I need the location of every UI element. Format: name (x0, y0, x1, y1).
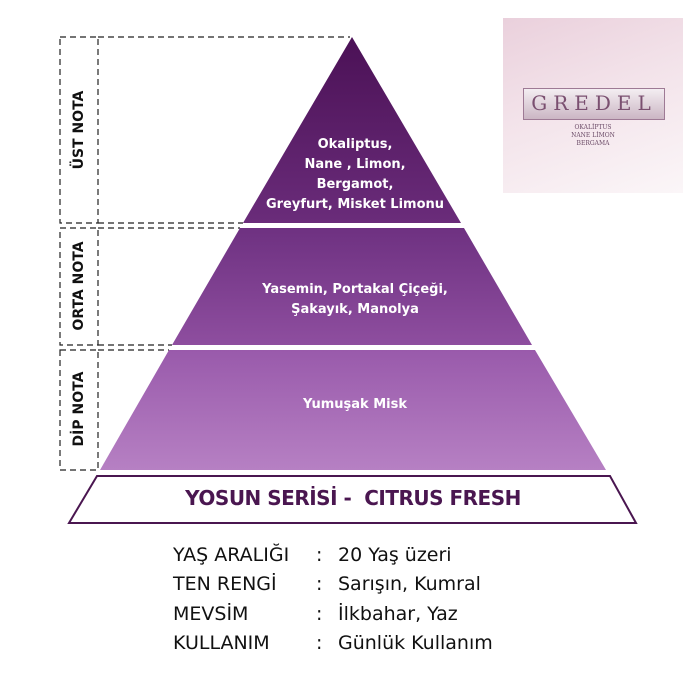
note-line: Yasemin, Portakal Çiçeği, (262, 282, 448, 297)
bottom-notes: Yumuşak Misk (250, 395, 460, 415)
label-box-top (59, 36, 99, 224)
colon: : (316, 543, 323, 566)
note-line: Greyfurt, Misket Limonu (265, 197, 445, 212)
colon: : (316, 632, 323, 655)
note-line: Nane , Limon, (304, 157, 406, 172)
note-line: Bergamot, (316, 177, 394, 192)
info-value: Sarışın, Kumral (338, 573, 481, 596)
logo-name: GREDEL (531, 91, 657, 115)
dashed-frame (59, 36, 350, 471)
info-key: TEN RENGİ (173, 573, 277, 596)
product-info: YAŞ ARALIĞI:20 Yaş üzeri TEN RENGİ:Sarış… (173, 540, 493, 658)
middle-notes: Yasemin, Portakal Çiçeği, Şakayık, Manol… (230, 280, 480, 320)
note-line: Yumuşak Misk (303, 397, 407, 412)
logo-subtext: OKALİPTUS NANE LİMON BERGAMA (503, 124, 683, 148)
label-box-bottom (59, 349, 99, 471)
info-value: 20 Yaş üzeri (338, 543, 452, 566)
colon: : (316, 573, 323, 596)
banner-shape (67, 475, 638, 524)
note-line: Okaliptus, (317, 137, 393, 152)
logo-sub-line: BERGAMA (576, 140, 610, 147)
label-box-middle (59, 227, 99, 346)
brand-logo: GREDEL OKALİPTUS NANE LİMON BERGAMA (503, 18, 683, 193)
info-key: YAŞ ARALIĞI (173, 543, 290, 566)
note-line: Şakayık, Manolya (291, 302, 419, 317)
logo-sub-line: OKALİPTUS (574, 124, 612, 131)
colon: : (316, 602, 323, 625)
info-row-season: MEVSİM: İlkbahar, Yaz (173, 599, 493, 629)
pyramid-top-tier (243, 37, 461, 223)
pyramid-middle-tier (172, 228, 532, 345)
level-label-top: ÜST NOTA (71, 90, 87, 170)
info-row-usage: KULLANIM: Günlük Kullanım (173, 629, 493, 659)
info-key: MEVSİM (173, 602, 249, 625)
info-value: Günlük Kullanım (338, 632, 493, 655)
pyramid-bottom-tier (100, 350, 606, 470)
info-row-age: YAŞ ARALIĞI:20 Yaş üzeri (173, 540, 493, 570)
logo-ribbon: GREDEL (523, 88, 665, 120)
series-title: YOSUN SERİSİ - CITRUS FRESH (185, 486, 521, 510)
info-key: KULLANIM (173, 632, 270, 655)
logo-sub-line: NANE LİMON (571, 132, 615, 139)
info-value: İlkbahar, Yaz (338, 602, 458, 625)
top-notes: Okaliptus, Nane , Limon, Bergamot, Greyf… (250, 135, 460, 215)
info-row-skin: TEN RENGİ: Sarışın, Kumral (173, 570, 493, 600)
level-label-bottom: DİP NOTA (71, 371, 87, 447)
